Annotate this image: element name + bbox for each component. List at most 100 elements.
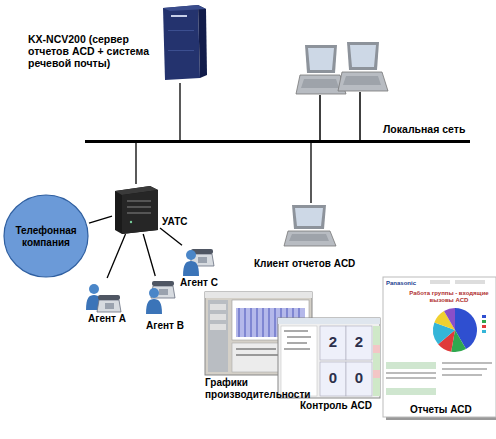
screenshot-reports-part: [386, 372, 436, 374]
screenshot-reports: [383, 277, 496, 420]
screenshot-reports-part: [442, 368, 487, 370]
screenshot-node: Графики производительности: [205, 292, 312, 375]
laptop-icon-part: [338, 72, 388, 91]
screenshot-graphs-part: [205, 292, 312, 298]
counter-value: 0: [346, 370, 372, 387]
screenshot-control-part: [284, 348, 310, 350]
pbx-device-part: [127, 200, 151, 202]
server-device-part: [168, 30, 194, 31]
screenshot-control-part: [346, 362, 372, 396]
laptop-icon-part: [284, 231, 336, 246]
screenshot-graphs-part: [238, 308, 240, 337]
agent-icon-part: [146, 288, 162, 314]
counter-value: 2: [320, 334, 346, 351]
agent-icon: [183, 249, 214, 276]
screenshot-reports-part: [482, 315, 486, 318]
screenshot-control-part: [281, 326, 317, 396]
screenshot-reports-part: [455, 280, 485, 284]
screenshot-reports-part: [482, 330, 486, 333]
laptop-icon-part: [305, 45, 337, 73]
node-label: Клиент отчетов ACD: [254, 258, 374, 270]
screenshot-control-part: [346, 326, 372, 360]
connector: [143, 234, 155, 276]
agent-icon: [86, 284, 121, 312]
screenshot-control-part: [373, 370, 380, 378]
node-label: Графики производительности: [205, 377, 310, 400]
pbx-device-part: [130, 221, 132, 223]
screenshot-reports-part: [444, 308, 455, 330]
server-device-part: [163, 5, 200, 80]
screenshot-control-part: [287, 342, 307, 344]
screenshot-graphs-part: [236, 348, 276, 350]
agent-icon-part: [183, 250, 199, 276]
screenshot-control-part: [373, 345, 380, 353]
laptop-icon: [284, 205, 336, 246]
server-device-part: [171, 15, 187, 17]
laptop-wire: [319, 95, 321, 141]
connector: [135, 143, 136, 184]
laptop-icon-part: [347, 42, 379, 70]
connector: [89, 216, 112, 223]
agent-node: Агент A: [82, 278, 118, 312]
screenshot-reports-part: [383, 277, 496, 417]
screenshot-graphs-part: [244, 308, 246, 337]
laptop-icon: [338, 42, 388, 91]
agent-node: Агент C: [182, 244, 214, 272]
laptop-icon-part: [343, 76, 381, 85]
server-node: KX-NCV200 (сервер отчетов ACD + система …: [152, 3, 208, 83]
server-device: [163, 5, 207, 80]
counter-value: 0: [320, 370, 346, 387]
node-label: Агент B: [146, 320, 196, 332]
screenshot-control-part: [373, 326, 380, 396]
counter-value: 2: [346, 334, 372, 351]
screenshot-reports-part: [430, 280, 450, 284]
screenshot-graphs-part: [268, 308, 270, 337]
screenshot-reports-part: [386, 377, 436, 379]
laptop-icon-part: [295, 208, 323, 226]
screenshot-graphs-part: [208, 300, 228, 372]
network-bus: Локальная сеть: [85, 140, 470, 143]
node-label: Агент C: [180, 277, 230, 289]
laptop-icon-part: [308, 48, 334, 70]
screenshot-reports-part: [386, 388, 436, 395]
node-label: Агент A: [88, 313, 138, 325]
laptop-icon-part: [289, 234, 329, 241]
screenshot-graphs-part: [210, 314, 226, 320]
screenshot-control-part: [278, 318, 380, 398]
connector: [160, 228, 182, 245]
pbx-device-part: [122, 190, 158, 234]
laptop-icon-part: [292, 205, 326, 229]
server-device-part: [163, 5, 206, 11]
pbx-node: УАТС: [112, 184, 160, 234]
pbx-device-part: [115, 186, 158, 234]
server-device-part: [198, 5, 207, 78]
screenshot-reports-part: [442, 362, 492, 364]
laptop-icon: [296, 45, 346, 94]
screenshot-graphs-part: [256, 308, 258, 337]
screenshot-reports-part: [442, 374, 482, 376]
pbx-device-part: [127, 212, 151, 214]
node-label: Телефонная компания: [3, 225, 89, 248]
pbx-device-part: [127, 206, 151, 208]
node-label: Локальная сеть: [383, 123, 475, 135]
agent-icon-part: [97, 295, 121, 312]
agent-node: Агент B: [143, 276, 179, 316]
screenshot-control-part: [284, 330, 308, 332]
laptop-icon-part: [301, 79, 339, 88]
screenshot-reports-part: [482, 325, 486, 328]
agent-icon: [146, 281, 175, 314]
screenshot-graphs-part: [210, 304, 226, 310]
screenshot-control-part: [320, 362, 346, 396]
node-label: УАТС: [162, 216, 202, 228]
screenshot-graphs-part: [262, 308, 264, 337]
screenshot-reports-part: [482, 320, 486, 323]
report-title: Работа группы - входящие вызовы ACD: [405, 290, 493, 303]
client-node: Клиент отчетов ACD: [288, 203, 334, 247]
pbx-device: [115, 186, 158, 234]
node-label: KX-NCV200 (сервер отчетов ACD + система …: [28, 33, 154, 69]
screenshot-graphs-part: [210, 324, 226, 330]
connector: [310, 143, 311, 203]
screenshot-graphs-part: [274, 308, 276, 337]
